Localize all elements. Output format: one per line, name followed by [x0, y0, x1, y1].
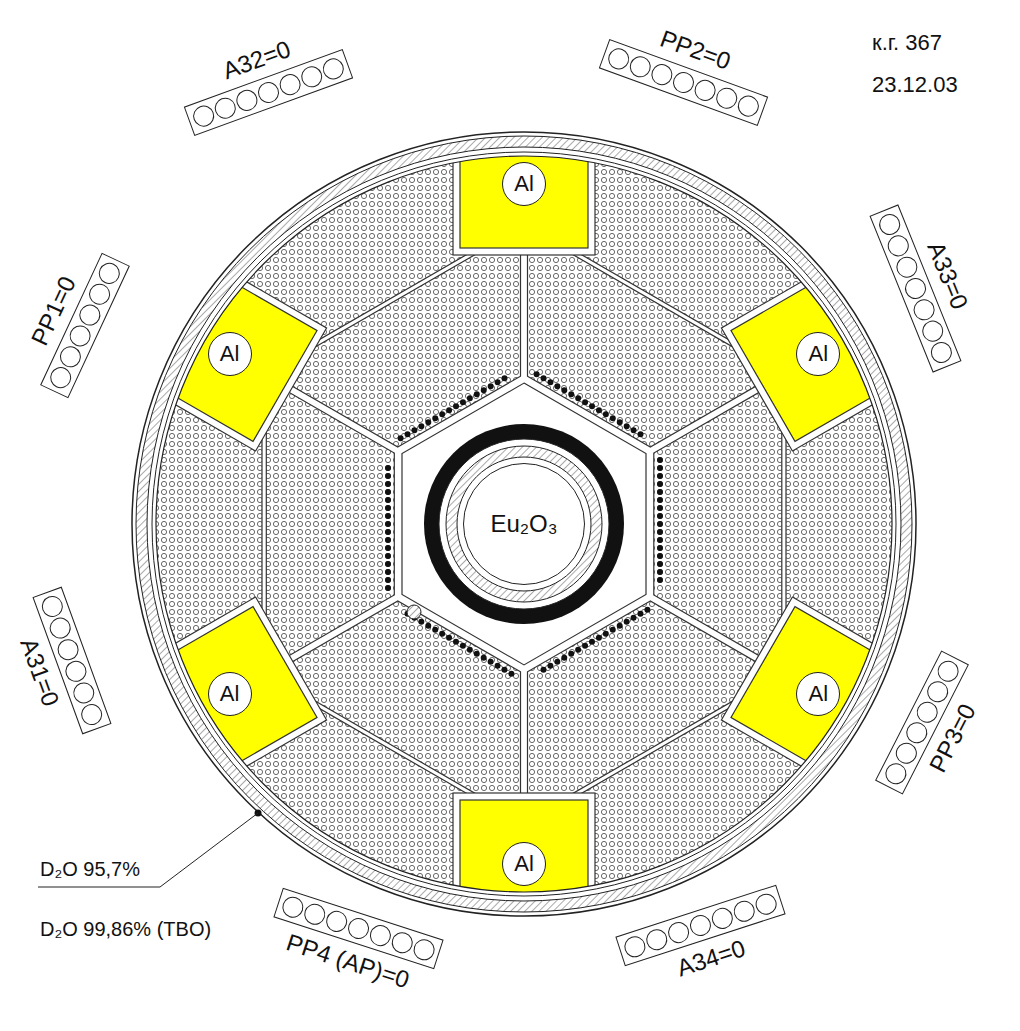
rod-slot: [893, 253, 920, 280]
control-rod-bank: A31=0: [2, 586, 112, 745]
rod-slot: [752, 890, 778, 916]
absorber-channel: Eu₂O₃: [463, 463, 585, 585]
rod-slot: [643, 926, 669, 952]
absorber-rows: [388, 374, 660, 674]
rod-slot: [323, 908, 349, 934]
rod-slot: [70, 679, 97, 706]
rod-slot: [691, 76, 718, 103]
annotation: 23.12.03: [872, 72, 958, 97]
rod-slot: [670, 68, 697, 95]
aluminium-insert: Al: [796, 672, 840, 716]
control-rod-bank: PP1=0: [10, 238, 129, 397]
rod-slot: [665, 919, 691, 945]
aluminium-insert: Al: [502, 162, 546, 206]
rod-slot: [301, 901, 327, 927]
aluminium-insert-label: Al: [220, 681, 240, 706]
aluminium-insert: Al: [208, 332, 252, 376]
rod-slot: [876, 210, 903, 237]
control-rod-bank: A34=0: [615, 884, 795, 997]
rod-slot: [190, 102, 217, 129]
rod-slot: [319, 55, 346, 82]
aluminium-insert: Al: [796, 332, 840, 376]
aluminium-insert: Al: [502, 842, 546, 886]
rod-slot: [731, 898, 757, 924]
rod-slot: [919, 317, 946, 344]
control-rod-bank: PP3=0: [875, 650, 998, 809]
rod-slot: [910, 296, 937, 323]
rod-slot: [55, 636, 82, 663]
rod-slot: [389, 929, 415, 955]
leader-line: [38, 810, 262, 888]
rod-slot: [902, 274, 929, 301]
rod-slot: [62, 657, 89, 684]
rod-slot: [410, 936, 436, 962]
control-rod-bank: A33=0: [869, 191, 991, 372]
rod-slot: [713, 84, 740, 111]
rod-slot: [367, 922, 393, 948]
rod-slot: [279, 893, 305, 919]
rod-slot: [605, 45, 632, 72]
control-rod-bank: PP4 (AP)=0: [263, 887, 443, 1000]
annotation: к.г. 367: [872, 30, 942, 55]
rod-slot: [621, 933, 647, 959]
rod-slot: [211, 94, 238, 121]
rod-slot: [709, 905, 735, 931]
core-lattice: [133, 113, 916, 935]
central-channel: [407, 424, 624, 624]
control-rod-bank: PP2=0: [598, 8, 779, 126]
rod-slot: [687, 912, 713, 938]
rod-slot: [626, 52, 653, 79]
rod-slot: [233, 86, 260, 113]
square-gaps: [133, 113, 916, 935]
rod-slot: [648, 60, 675, 87]
rod-slot: [735, 92, 762, 119]
rod-slot: [39, 593, 66, 620]
annotation-text: D₂O 95,7%: [40, 858, 140, 881]
rod-slot: [254, 78, 281, 105]
rod-slot: [298, 62, 325, 89]
rod-slot: [345, 915, 371, 941]
annotation: D₂O 99,86% (TBO): [40, 918, 211, 941]
aluminium-insert-label: Al: [809, 681, 829, 706]
aluminium-insert-label: Al: [514, 851, 534, 876]
rod-slot: [276, 70, 303, 97]
aluminium-blocks: [142, 120, 906, 928]
rod-slot: [884, 232, 911, 259]
annotation-text: к.г. 367: [872, 30, 942, 55]
rod-slot: [78, 701, 105, 728]
annotation-text: D₂O 99,86% (TBO): [40, 918, 211, 941]
aluminium-insert-label: Al: [514, 171, 534, 196]
aluminium-insert-label: Al: [809, 341, 829, 366]
absorber-channel-label: Eu₂O₃: [490, 510, 557, 538]
control-rod-bank: A32=0: [172, 18, 353, 136]
aluminium-insert-label: Al: [220, 341, 240, 366]
annotation: D₂O 95,7%: [40, 858, 140, 881]
inner-sectors: [266, 228, 782, 819]
rod-slot: [928, 338, 955, 365]
rod-slot: [47, 614, 74, 641]
annotation-text: 23.12.03: [872, 72, 958, 97]
aluminium-insert: Al: [208, 672, 252, 716]
